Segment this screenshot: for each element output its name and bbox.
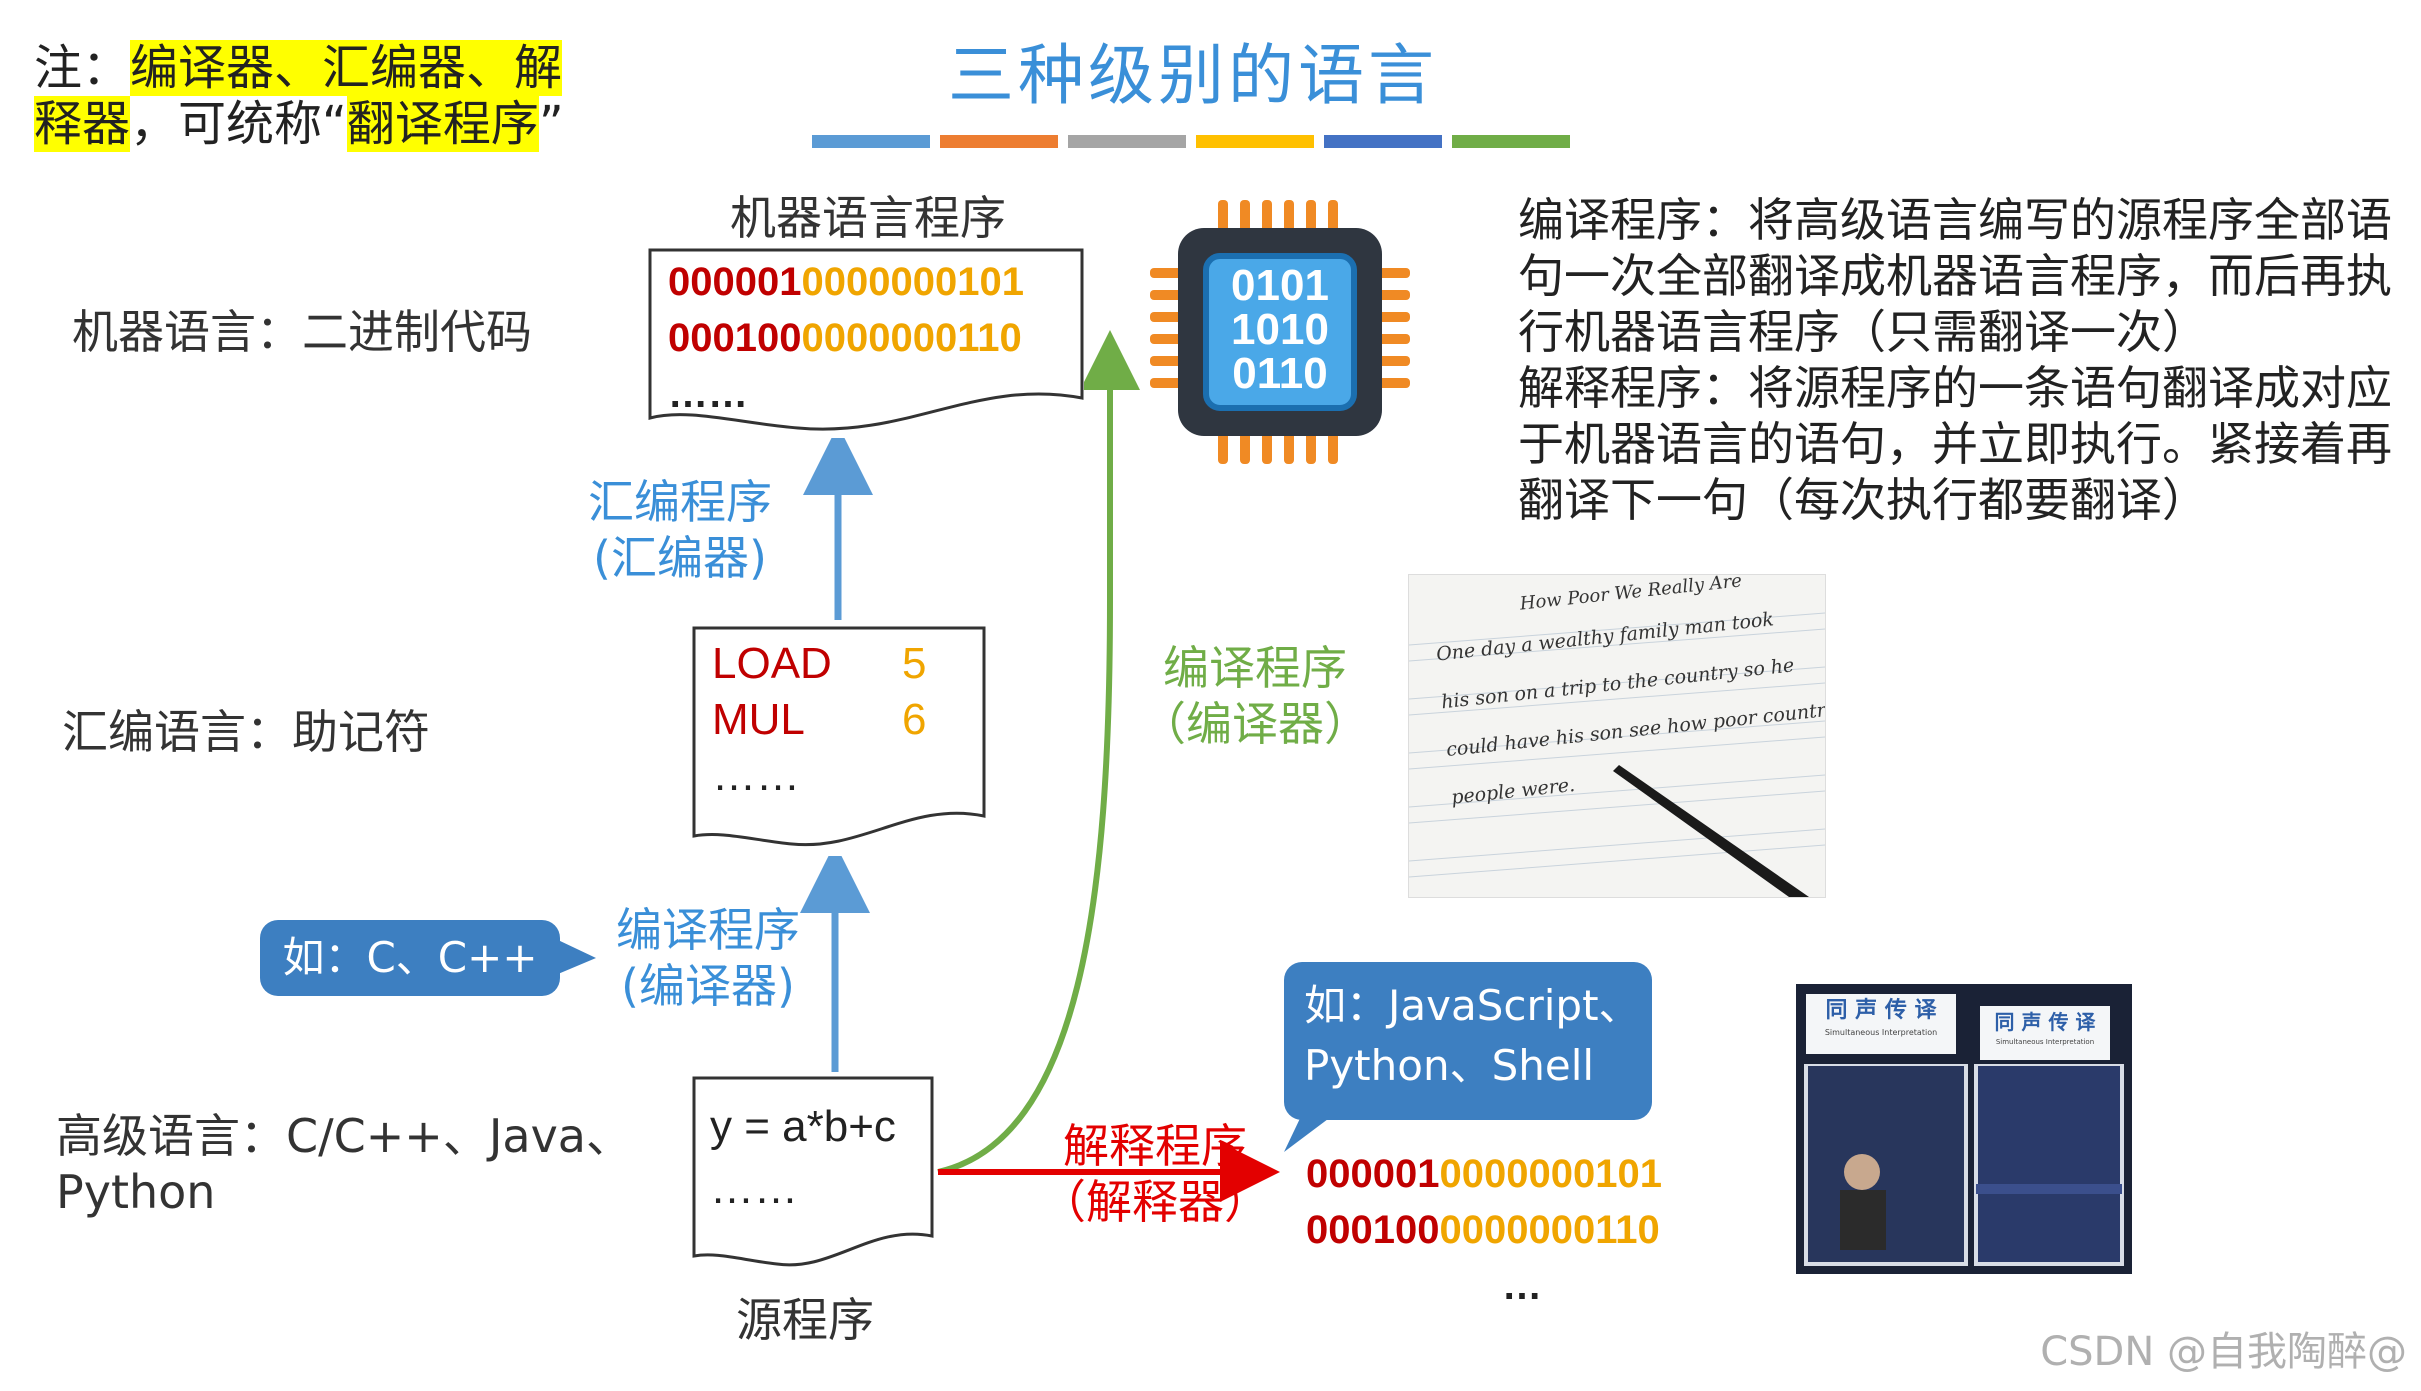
doc-shape [692, 626, 986, 847]
compiler-green-label: 编译程序（编译器） [1140, 641, 1370, 751]
high-level-line2: Python [56, 1165, 216, 1219]
compiled-example-text: 如：C、C++ [282, 933, 538, 982]
interpreter-output: 0000010000000101 0001000000000110 … [1306, 1146, 1662, 1314]
machine-code-line: 0001000000000110 [668, 316, 1022, 360]
machine-code-ellipsis: …… [668, 372, 748, 416]
assembly-language-label: 汇编语言：助记符 [62, 705, 430, 759]
callout-tail [558, 940, 596, 974]
color-bar [812, 135, 930, 148]
note-suffix: ” [538, 96, 564, 152]
machine-program-doc: 0000010000000101 0001000000000110 …… [648, 248, 1084, 438]
source-program-label: 源程序 [736, 1293, 874, 1347]
csdn-watermark: CSDN @自我陶醉@ [2040, 1329, 2407, 1375]
booth-sign: 同 声 传 译 Simultaneous Interpretation [1980, 1006, 2110, 1060]
source-code-ellipsis: …… [710, 1164, 798, 1213]
color-bar [1068, 135, 1186, 148]
color-bar [1196, 135, 1314, 148]
handwriting-photo: How Poor We Really Are One day a wealthy… [1408, 574, 1826, 898]
compiled-example-callout: 如：C、C++ [260, 920, 596, 996]
source-program-doc: y = a*b+c …… [692, 1076, 934, 1276]
page-title: 三种级别的语言 [948, 37, 1438, 114]
title-color-bars [812, 135, 1570, 148]
callout-tail [1284, 1110, 1340, 1152]
handwriting-text: How Poor We Really Are One day a wealthy… [1435, 574, 1826, 809]
explanation-text: 编译程序：将高级语言编写的源程序全部语句一次全部翻译成机器语言程序，而后再执行机… [1518, 192, 2398, 528]
machine-program-label-wrap: 机器语言程序 [648, 182, 1088, 248]
doc-shape [692, 1076, 934, 1267]
note-highlight: 释器 [34, 96, 131, 152]
booth-glass [1804, 1064, 2124, 1266]
compiler-green-arrow [937, 330, 1140, 1175]
interpretation-booth-photo: 同 声 传 译 Simultaneous Interpretation 同 声 … [1796, 984, 2132, 1274]
machine-code-line: 0001000000000110 [1306, 1208, 1660, 1252]
machine-program-label: 机器语言程序 [730, 191, 1006, 245]
color-bar [1452, 135, 1570, 148]
interpreted-example-text: 如：JavaScript、Python、Shell [1304, 981, 1641, 1090]
high-level-language-label: 高级语言：C/C++、Java、 Python [56, 1108, 632, 1220]
machine-code-line: 0000010000000101 [668, 260, 1024, 304]
asm-ellipsis: …… [712, 751, 800, 800]
ruled-lines [1409, 612, 1825, 897]
booth-sign: 同 声 传 译 Simultaneous Interpretation [1806, 994, 1956, 1054]
note: 注：编译器、汇编器、解 释器，可统称“翻译程序” [34, 40, 564, 152]
note-prefix: 注： [34, 40, 131, 96]
note-highlight: 翻译程序 [346, 96, 539, 152]
machine-code-line: 0000010000000101 [1306, 1152, 1662, 1196]
interpreted-example-callout: 如：JavaScript、Python、Shell [1284, 962, 1652, 1152]
source-code-line: y = a*b+c [710, 1102, 896, 1151]
compiler-explanation: 编译程序：将高级语言编写的源程序全部语句一次全部翻译成机器语言程序，而后再执行机… [1518, 193, 2392, 359]
color-bar [1324, 135, 1442, 148]
pen-icon [1613, 765, 1809, 897]
output-ellipsis: … [1502, 1264, 1542, 1308]
assembler-label: 汇编程序(汇编器) [588, 475, 772, 585]
note-highlight: 编译器、汇编器、解 [130, 40, 563, 96]
interpreter-explanation: 解释程序：将源程序的一条语句翻译成对应于机器语言的语句，并立即执行。紧接着再翻译… [1518, 361, 2392, 527]
machine-language-label: 机器语言：二进制代码 [72, 305, 532, 359]
high-level-line1: 高级语言：C/C++、Java、 [56, 1109, 632, 1163]
compiler-blue-label: 编译程序(编译器) [616, 903, 800, 1013]
interpreter-label: 解释程序（解释器） [1040, 1119, 1270, 1229]
color-bar [940, 135, 1058, 148]
chip-graphic [1150, 200, 1410, 464]
note-middle: ，可统称“ [130, 96, 347, 152]
doc-shape [648, 248, 1084, 431]
